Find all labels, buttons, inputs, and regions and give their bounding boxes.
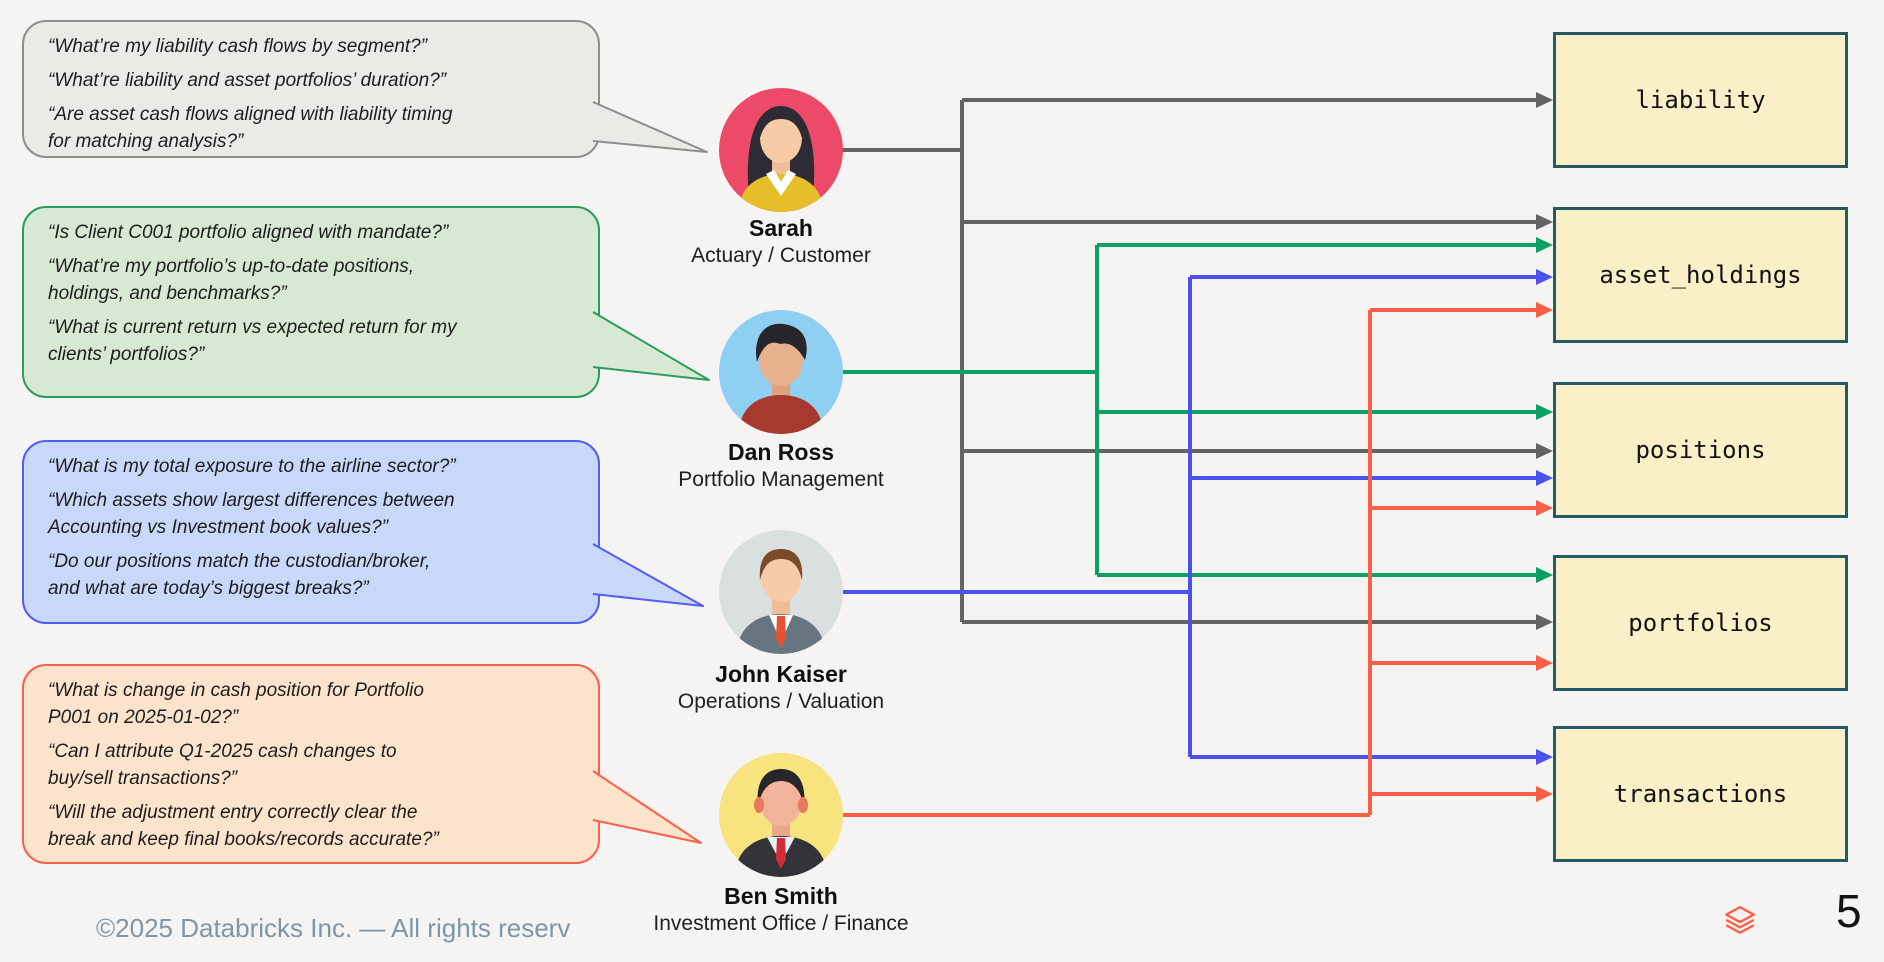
person-icon	[737, 549, 825, 654]
arrowhead-ben	[1536, 302, 1553, 318]
persona-label-dan: Dan Ross Portfolio Management	[611, 438, 951, 493]
arrowhead-john	[1536, 269, 1553, 285]
question-text: “What is my total exposure to the airlin…	[48, 456, 456, 477]
arrowhead-sarah	[1536, 443, 1553, 459]
table-label: transactions	[1613, 780, 1788, 808]
bubble-tail-john	[592, 543, 704, 607]
person-icon	[739, 323, 823, 434]
persona-name: Dan Ross	[727, 439, 835, 465]
persona-role: Portfolio Management	[678, 468, 884, 491]
page-number: 5	[1836, 885, 1862, 937]
question-text: “What is change in cash position for Por…	[48, 680, 424, 728]
connection-lines-ben	[843, 308, 1538, 817]
question-text: “What’re my liability cash flows by segm…	[48, 36, 428, 57]
persona-role: Actuary / Customer	[691, 244, 871, 267]
arrowhead-ben	[1536, 655, 1553, 671]
question-text: “What’re my portfolio’s up-to-date posit…	[48, 256, 415, 304]
persona-name: Sarah	[749, 215, 813, 241]
question-text: “Which assets show largest differences b…	[48, 490, 455, 538]
question-text: “Is Client C001 portfolio aligned with m…	[48, 222, 449, 243]
bubble-tail-sarah	[592, 101, 708, 153]
connection-lines-sarah	[843, 98, 1538, 624]
table-label: liability	[1635, 86, 1766, 114]
bubble-tail-dan	[592, 311, 710, 381]
question-bubble-ben: “What is change in cash position for Por…	[22, 664, 600, 864]
avatar-dan	[719, 310, 843, 434]
table-box-portfolios: portfolios	[1553, 555, 1848, 691]
avatar-ben	[719, 753, 843, 877]
persona-name: John Kaiser	[715, 661, 847, 687]
arrowhead-dan	[1536, 237, 1553, 253]
connection-lines-dan	[843, 243, 1538, 577]
table-box-positions: positions	[1553, 382, 1848, 518]
table-label: portfolios	[1628, 609, 1773, 637]
person-icon	[739, 106, 823, 212]
question-text: “Do our positions match the custodian/br…	[48, 551, 431, 599]
persona-name: Ben Smith	[724, 883, 838, 909]
arrowhead-ben	[1536, 786, 1553, 802]
avatar-john	[719, 530, 843, 654]
question-text: “Can I attribute Q1-2025 cash changes to…	[48, 741, 397, 789]
question-text: “What’re liability and asset portfolios’…	[48, 70, 447, 91]
arrowhead-sarah	[1536, 614, 1553, 630]
arrowhead-sarah	[1536, 92, 1553, 108]
question-bubble-sarah: “What’re my liability cash flows by segm…	[22, 20, 600, 158]
question-bubble-dan: “Is Client C001 portfolio aligned with m…	[22, 206, 600, 398]
table-box-asset-holdings: asset_holdings	[1553, 207, 1848, 343]
arrowhead-dan	[1536, 404, 1553, 420]
persona-role: Investment Office / Finance	[653, 912, 909, 935]
table-label: asset_holdings	[1599, 261, 1802, 289]
question-text: “What is current return vs expected retu…	[48, 317, 457, 365]
persona-role: Operations / Valuation	[677, 690, 885, 713]
arrowhead-john	[1536, 470, 1553, 486]
table-label: positions	[1635, 436, 1766, 464]
arrowhead-dan	[1536, 567, 1553, 583]
question-bubble-john: “What is my total exposure to the airlin…	[22, 440, 600, 624]
databricks-logo-icon	[1725, 906, 1755, 934]
copyright-text: ©2025 Databricks Inc. — All rights reser…	[96, 913, 571, 943]
arrowhead-sarah	[1536, 214, 1553, 230]
arrowhead-ben	[1536, 500, 1553, 516]
bubble-tail-ben	[592, 770, 702, 844]
arrowhead-john	[1536, 749, 1553, 765]
table-box-transactions: transactions	[1553, 726, 1848, 862]
person-icon	[735, 769, 827, 877]
question-text: “Will the adjustment entry correctly cle…	[48, 802, 439, 850]
persona-label-john: John Kaiser Operations / Valuation	[611, 660, 951, 715]
question-text: “Are asset cash flows aligned with liabi…	[48, 104, 453, 152]
table-box-liability: liability	[1553, 32, 1848, 168]
avatar-sarah	[719, 88, 843, 212]
persona-label-sarah: Sarah Actuary / Customer	[611, 214, 951, 269]
persona-label-ben: Ben Smith Investment Office / Finance	[611, 882, 951, 937]
